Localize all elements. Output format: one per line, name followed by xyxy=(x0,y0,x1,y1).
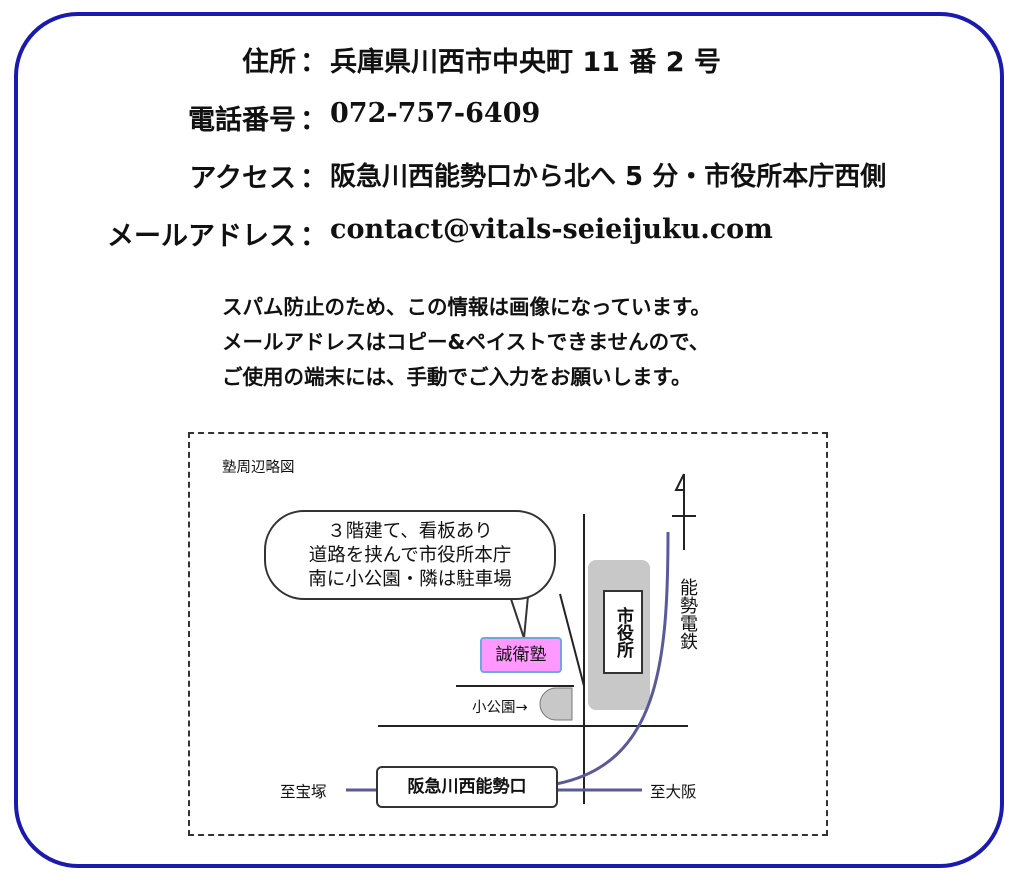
park-shape xyxy=(539,687,573,721)
spam-note: スパム防止のため、この情報は画像になっています。 メールアドレスはコピー&ペイス… xyxy=(222,290,842,395)
email-colon: ： xyxy=(300,221,327,252)
access-colon: ： xyxy=(300,163,327,194)
bubble-line-3: 南に小公園・隣は駐車場 xyxy=(308,569,512,590)
email-label: メールアドレス xyxy=(107,221,296,252)
bubble-line-2: 道路を挟んで市役所本庁 xyxy=(308,545,512,566)
map-title: 塾周辺略図 xyxy=(222,460,295,476)
address-value: 兵庫県川西市中央町 11 番 2 号 xyxy=(330,47,721,78)
bubble-pointer xyxy=(509,595,529,639)
email-row: メールアドレス ： contact@vitals-seieijuku.com xyxy=(0,214,1024,254)
access-label: アクセス xyxy=(189,163,296,194)
email-value: contact@vitals-seieijuku.com xyxy=(330,214,773,245)
direction-takarazuka: 至宝塚 xyxy=(280,783,327,801)
railway-label: 能勢電鉄 xyxy=(674,568,698,660)
station-box: 阪急川西能勢口 xyxy=(376,766,558,808)
direction-osaka: 至大阪 xyxy=(650,783,697,801)
callout-bubble: ３階建て、看板あり 道路を挟んで市役所本庁 南に小公園・隣は駐車場 xyxy=(264,510,556,600)
road-diagonal xyxy=(559,593,585,687)
phone-row: 電話番号 ： 072-757-6409 xyxy=(0,98,1024,138)
park-label: 小公園→ xyxy=(472,700,528,716)
phone-value: 072-757-6409 xyxy=(330,98,541,129)
address-row: 住所 ： 兵庫県川西市中央町 11 番 2 号 xyxy=(0,40,1024,80)
note-line-2: メールアドレスはコピー&ペイストできませんので、 xyxy=(222,330,710,354)
note-line-3: ご使用の端末には、手動でご入力をお願いします。 xyxy=(222,365,692,389)
address-colon: ： xyxy=(300,47,327,78)
nose-railway xyxy=(555,531,670,786)
phone-colon: ： xyxy=(300,105,327,136)
railway-label-text: 能勢電鉄 xyxy=(677,578,698,650)
north-arrow-icon xyxy=(672,473,696,550)
bubble-line-1: ３階建て、看板あり xyxy=(327,521,493,542)
area-map: 塾周辺略図 ３階建て、看板あり 道路を挟んで市役所本庁 南に小公園・隣は駐車場 … xyxy=(188,432,828,836)
phone-label: 電話番号 xyxy=(188,105,296,136)
access-row: アクセス ： 阪急川西能勢口から北へ 5 分・市役所本庁西側 xyxy=(0,156,1024,196)
note-line-1: スパム防止のため、この情報は画像になっています。 xyxy=(222,295,711,319)
school-marker: 誠衛塾 xyxy=(480,637,562,673)
access-value: 阪急川西能勢口から北へ 5 分・市役所本庁西側 xyxy=(330,162,887,192)
address-label: 住所 xyxy=(242,47,296,78)
city-hall-label: 市役所 xyxy=(603,590,643,674)
info-frame xyxy=(14,12,1004,868)
